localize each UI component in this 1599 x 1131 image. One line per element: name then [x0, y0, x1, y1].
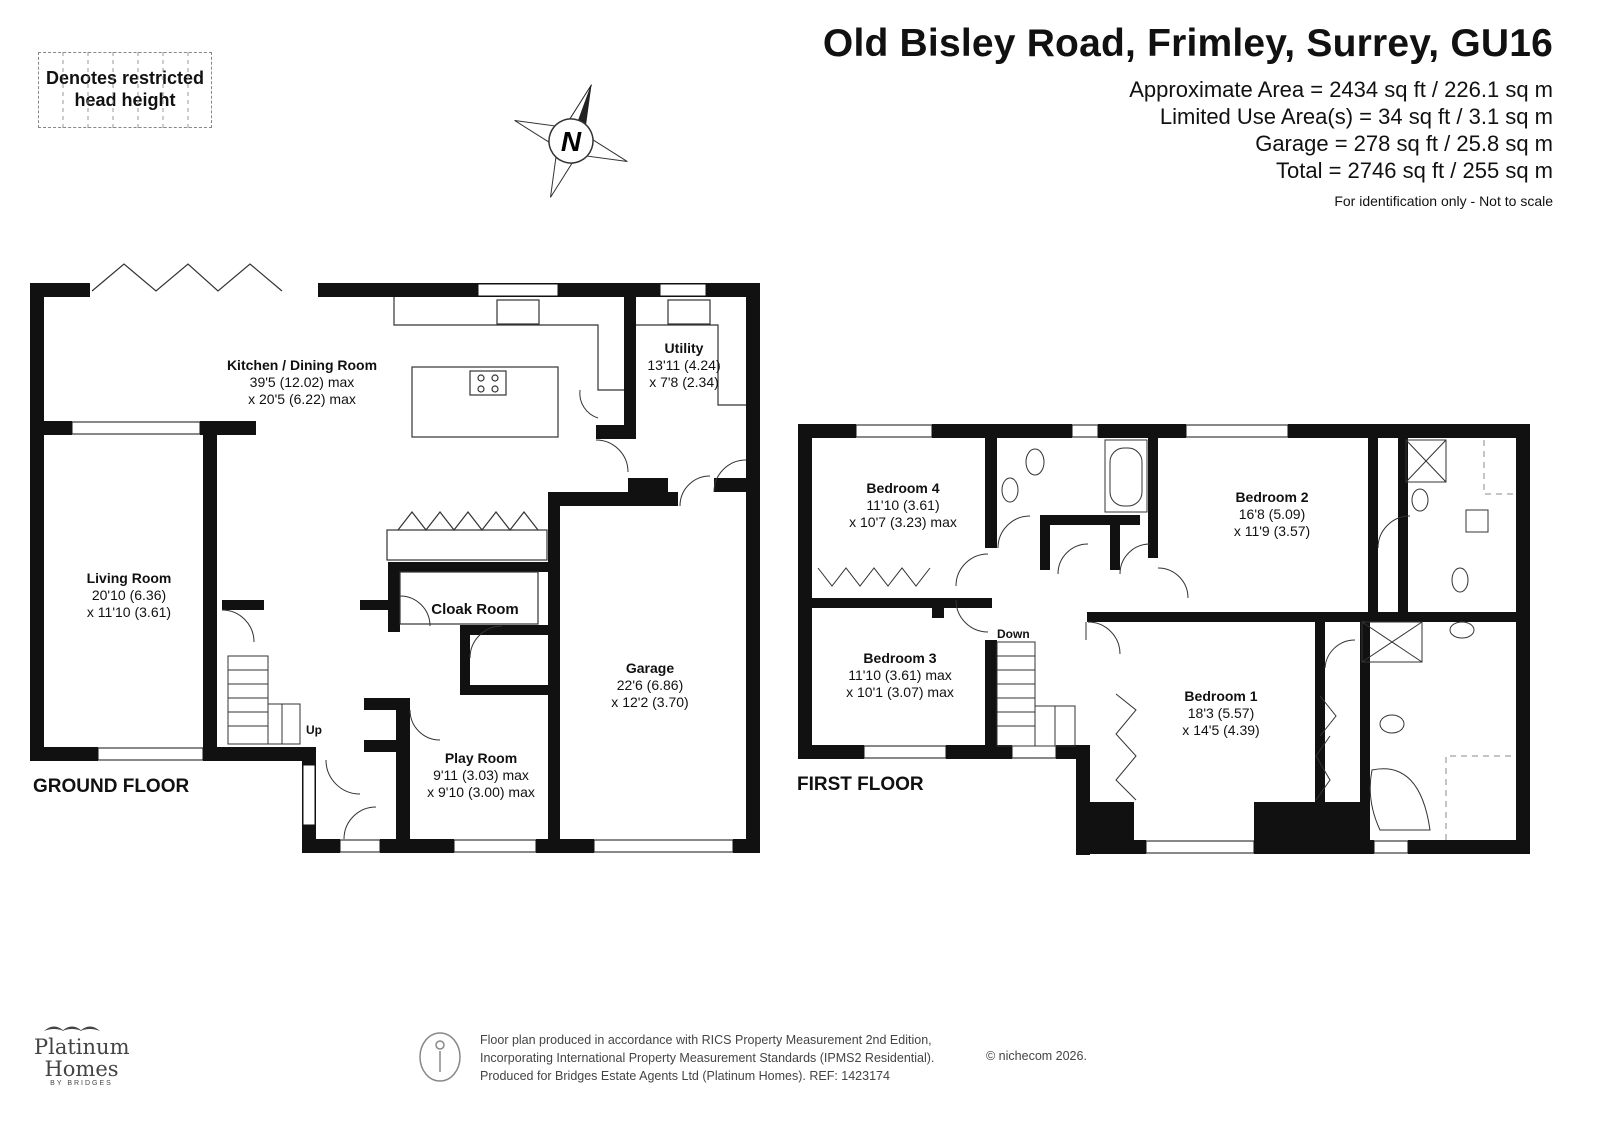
north-compass-icon	[514, 84, 628, 198]
room-dimension-1: 11'10 (3.61)	[866, 497, 940, 513]
stairs-up-label: Up	[306, 723, 322, 737]
brand-subtitle: BY BRIDGES	[50, 1080, 113, 1087]
ground-floor-windows	[71, 283, 734, 853]
footer-line-3: Produced for Bridges Estate Agents Ltd (…	[480, 1069, 890, 1083]
bifold-doors-icon	[91, 263, 283, 292]
room-name: Play Room	[444, 750, 518, 766]
ground-floor-label: GROUND FLOOR	[33, 776, 190, 797]
room-dimension-2: x 10'7 (3.23) max	[849, 514, 957, 530]
kitchen-units	[386, 297, 746, 625]
copyright-notice: © nichecom 2026.	[986, 1049, 1087, 1063]
room-name: Bedroom 3	[863, 650, 937, 666]
first-floor-stairs	[996, 641, 1076, 747]
compass-north-letter: N	[561, 126, 582, 157]
brand-name-line-1: Platinum	[34, 1035, 130, 1059]
brand-name-line-2: Homes	[44, 1057, 119, 1081]
first-floor-windows	[855, 424, 1409, 854]
room-utility: Utility 13'11 (4.24) x 7'8 (2.34)	[647, 340, 720, 391]
garage-area: Garage = 278 sq ft / 25.8 sq m	[1255, 131, 1553, 156]
first-floor-fixtures	[817, 439, 1489, 831]
brand-logo: Platinum Homes BY BRIDGES	[34, 1022, 129, 1087]
room-dimension-2: x 11'9 (3.57)	[1233, 523, 1311, 539]
room-name: Utility	[664, 340, 704, 356]
legend-line-1: Denotes restricted	[45, 68, 205, 88]
room-name: Kitchen / Dining Room	[226, 357, 378, 373]
room-dimension-1: 11'10 (3.61) max	[848, 667, 952, 683]
property-title: Old Bisley Road, Frimley, Surrey, GU16	[822, 22, 1553, 65]
room-dimension-1: 13'11 (4.24)	[647, 357, 721, 373]
room-name: Living Room	[86, 570, 172, 586]
footer-notes: Floor plan produced in accordance with R…	[480, 1031, 934, 1085]
legend-line-2: head height	[74, 90, 176, 110]
room-dimension-2: x 12'2 (3.70)	[611, 694, 689, 710]
room-name: Cloak Room	[431, 601, 519, 618]
room-dimension-2: x 20'5 (6.22) max	[248, 391, 356, 407]
total-area: Total = 2746 sq ft / 255 sq m	[1276, 158, 1553, 183]
room-cloak-room: Cloak Room	[431, 601, 519, 618]
room-kitchen-dining: Kitchen / Dining Room 39'5 (12.02) max x…	[227, 357, 377, 408]
first-floor-walls	[798, 424, 1530, 855]
ground-floor-stairs	[227, 655, 301, 745]
first-floor-label: FIRST FLOOR	[797, 774, 924, 795]
room-dimension-2: x 7'8 (2.34)	[649, 374, 719, 390]
room-name: Garage	[625, 660, 675, 676]
room-dimension-1: 9'11 (3.03) max	[433, 767, 529, 783]
room-bedroom-3: Bedroom 3 11'10 (3.61) max x 10'1 (3.07)…	[846, 650, 954, 701]
room-dimension-1: 18'3 (5.57)	[1187, 705, 1255, 721]
footer-line-1: Floor plan produced in accordance with R…	[480, 1033, 932, 1047]
room-bedroom-2: Bedroom 2 16'8 (5.09) x 11'9 (3.57)	[1234, 489, 1310, 540]
room-living: Living Room 20'10 (6.36) x 11'10 (3.61)	[87, 570, 172, 621]
footer-line-2: Incorporating International Property Mea…	[480, 1051, 935, 1065]
person-logo-icon	[419, 1032, 461, 1082]
room-dimension-1: 20'10 (6.36)	[91, 587, 167, 603]
room-play-room: Play Room 9'11 (3.03) max x 9'10 (3.00) …	[427, 750, 535, 801]
room-dimension-2: x 9'10 (3.00) max	[427, 784, 535, 800]
room-name: Bedroom 2	[1235, 489, 1309, 505]
restricted-head-height-area	[1445, 440, 1516, 840]
room-dimension-2: x 10'1 (3.07) max	[846, 684, 954, 700]
room-bedroom-1: Bedroom 1 18'3 (5.57) x 14'5 (4.39)	[1182, 688, 1259, 739]
legend-hatching	[62, 52, 189, 128]
room-dimension-2: x 14'5 (4.39)	[1182, 722, 1260, 738]
room-bedroom-4: Bedroom 4 11'10 (3.61) x 10'7 (3.23) max	[849, 480, 957, 531]
disclaimer-note: For identification only - Not to scale	[1334, 193, 1553, 209]
room-name: Bedroom 1	[1184, 688, 1258, 704]
room-dimension-2: x 11'10 (3.61)	[86, 604, 172, 620]
stairs-down-label: Down	[997, 627, 1030, 641]
limited-use-area: Limited Use Area(s) = 34 sq ft / 3.1 sq …	[1159, 104, 1553, 129]
room-dimension-1: 16'8 (5.09)	[1238, 506, 1306, 522]
room-name: Bedroom 4	[866, 480, 940, 496]
room-dimension-1: 22'6 (6.86)	[616, 677, 684, 693]
room-dimension-1: 39'5 (12.02) max	[249, 374, 355, 390]
restricted-height-legend: Denotes restricted head height	[38, 52, 212, 128]
platinum-homes-logo-icon	[44, 1026, 100, 1031]
approximate-area: Approximate Area = 2434 sq ft / 226.1 sq…	[1129, 77, 1553, 102]
ground-floor-doors	[221, 389, 747, 840]
first-floor-doors	[955, 515, 1411, 801]
room-garage: Garage 22'6 (6.86) x 12'2 (3.70)	[611, 660, 688, 711]
